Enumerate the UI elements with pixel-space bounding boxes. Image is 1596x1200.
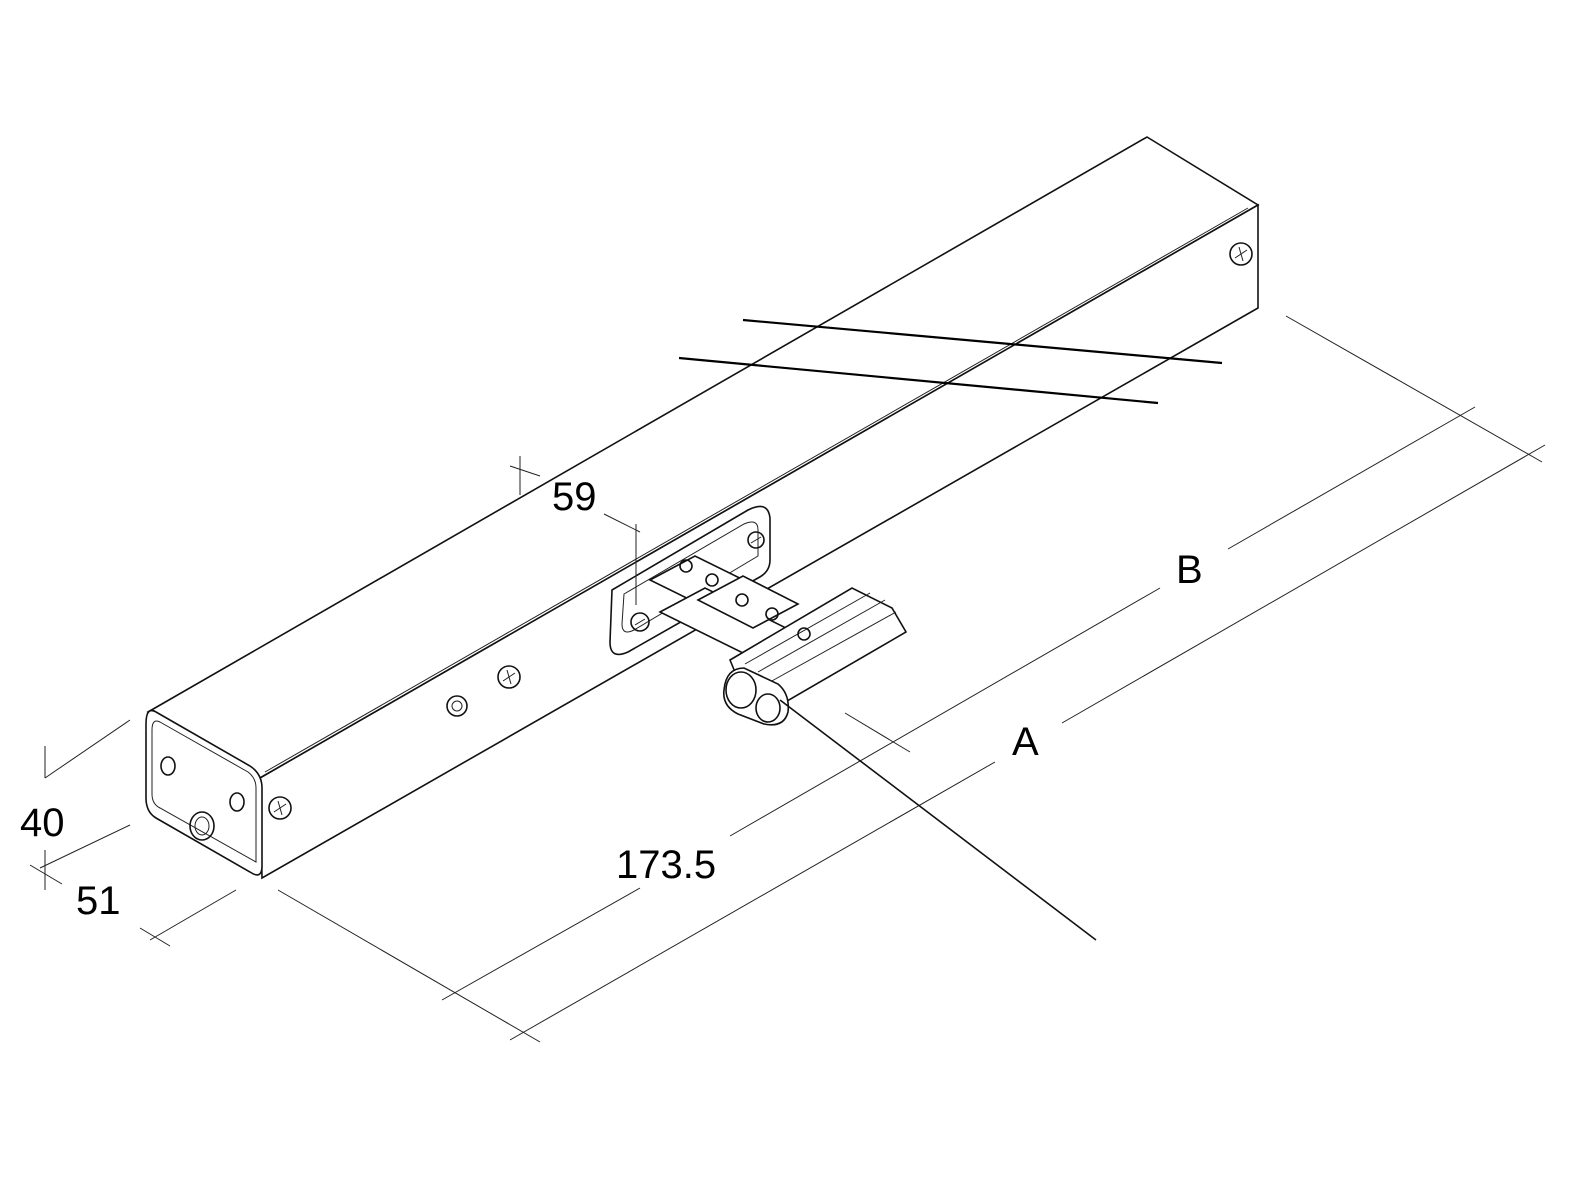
plate-screw-icon bbox=[747, 531, 765, 549]
dimension-label-offset: 173.5 bbox=[616, 843, 716, 887]
rear-screw-icon bbox=[1229, 242, 1253, 266]
body-top-face bbox=[146, 136, 1260, 779]
dimension-label-b: B bbox=[1176, 548, 1203, 592]
bracket-assembly bbox=[609, 505, 908, 726]
front-screw-icon bbox=[268, 796, 292, 820]
dimension-label-height: 40 bbox=[20, 801, 65, 845]
dimension-label-width: 51 bbox=[76, 879, 121, 923]
dimension-label-a: A bbox=[1012, 720, 1039, 764]
actuator-body bbox=[145, 136, 1260, 880]
side-hole-icon bbox=[446, 695, 468, 717]
dimension-lines bbox=[29, 315, 1546, 1043]
front-end-cap bbox=[145, 709, 263, 876]
side-screw-icon bbox=[497, 665, 521, 689]
end-cap-hole bbox=[160, 756, 176, 776]
end-cap-hole bbox=[229, 792, 245, 812]
plate-screw-icon bbox=[630, 612, 650, 632]
dimension-label-bracket: 59 bbox=[552, 475, 597, 519]
break-lines bbox=[678, 318, 1223, 405]
end-cap-bore bbox=[189, 811, 215, 841]
